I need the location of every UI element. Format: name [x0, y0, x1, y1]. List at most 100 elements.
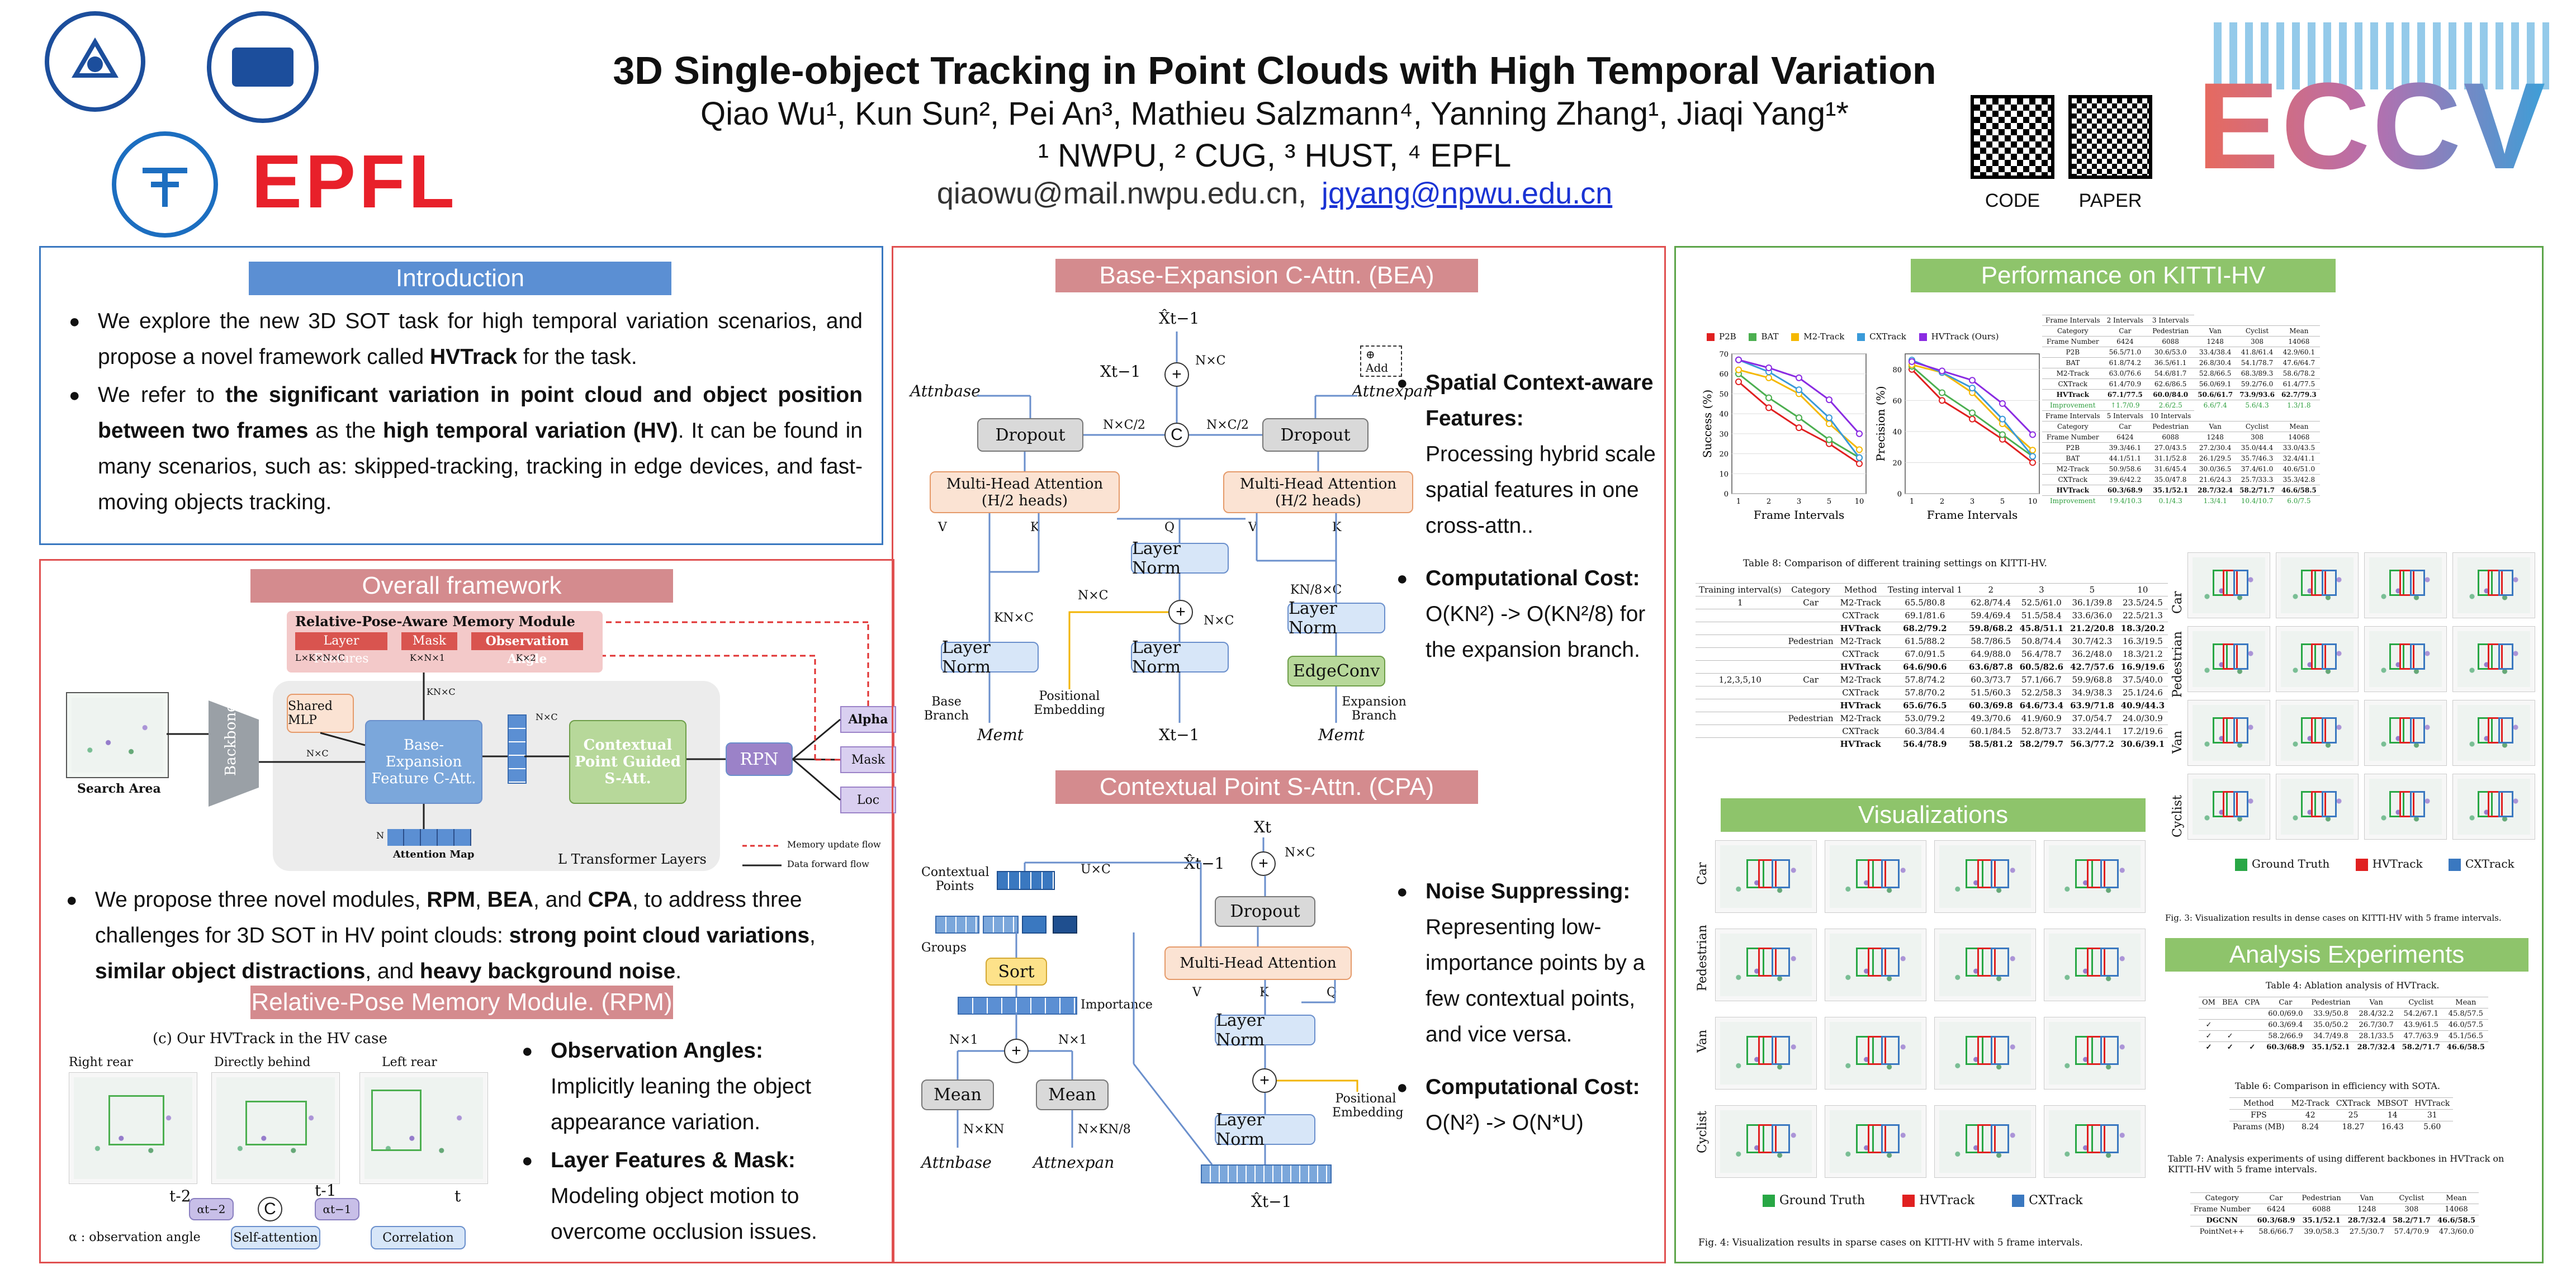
qr-paper-label: PAPER	[2078, 190, 2142, 211]
bea-pos-emb: Positional Embedding	[1034, 689, 1105, 717]
table-cell: 51.5/60.3	[1966, 686, 2016, 699]
table-cell: 1248	[2194, 432, 2237, 443]
table-cell: 63.0/76.6	[2103, 368, 2147, 379]
table-cell: 42.7/57.6	[2067, 660, 2118, 674]
table-cell: 308	[2236, 432, 2278, 443]
bounding-box	[1977, 1124, 1996, 1153]
table-cell: HVTrack	[2042, 485, 2104, 496]
bea-mha-left: Multi-Head Attention (H/2 heads)	[930, 471, 1120, 513]
attention-map	[387, 829, 471, 846]
bea-q: Q	[1164, 520, 1175, 534]
table7-caption: Table 7: Analysis experiments of using d…	[2168, 1153, 2504, 1175]
visualization-thumbnail	[2276, 774, 2359, 840]
performance-title: Performance on KITTI-HV	[1911, 259, 2336, 292]
backbone-block	[209, 700, 259, 807]
table-cell: 3 Intervals	[2147, 315, 2195, 326]
table-cell: 14068	[2277, 432, 2320, 443]
table-cell: 45.8/57.5	[2443, 1008, 2488, 1020]
table-cell: ✓	[2199, 1019, 2219, 1031]
table-cell: 64.6/90.6	[1884, 660, 1966, 674]
bounding-box	[1855, 1124, 1874, 1153]
x-tick-label: 1	[1910, 498, 1914, 506]
qr-code-code[interactable]	[1971, 95, 2054, 179]
table-cell: ↑1.7/0.9	[2103, 400, 2147, 411]
table-cell: 14068	[2277, 336, 2320, 347]
table-cell: CPA	[2241, 997, 2264, 1008]
bounding-box	[1991, 947, 2009, 977]
dense-row-van: Van	[2171, 730, 2185, 754]
table-cell	[1784, 724, 1837, 738]
bounding-box	[1965, 947, 1984, 977]
bounding-box	[1868, 1035, 1887, 1065]
bounding-box	[2478, 790, 2493, 817]
table-cell: Van	[2194, 421, 2237, 432]
cpa-diagram: Xt + N×C X̂t−1 U×C Dropout Multi-Head At…	[910, 818, 1403, 1259]
table-cell: 60.3/68.9	[2253, 1215, 2299, 1227]
bounding-box	[2075, 1124, 2094, 1153]
analysis-title: Analysis Experiments	[2165, 938, 2528, 972]
table-cell: PointNet++	[2190, 1226, 2254, 1237]
bounding-box	[2410, 569, 2426, 596]
data-point	[2029, 453, 2036, 460]
visualization-thumbnail	[2044, 840, 2146, 913]
bounding-box	[2389, 569, 2405, 596]
fig4-caption: Fig. 4: Visualization results in sparse …	[1698, 1237, 2083, 1248]
table6-caption: Table 6: Comparison in efficiency with S…	[2235, 1081, 2440, 1091]
table-cell: M2-Track	[1836, 673, 1884, 686]
table-cell	[1784, 622, 1837, 635]
table-cell: 42.9/60.1	[2277, 347, 2320, 358]
table-cell: 8.24	[2288, 1121, 2333, 1133]
cpa-dropout: Dropout	[1215, 896, 1315, 927]
cpa-nxkn: N×KN	[963, 1123, 1005, 1137]
dense-row-ped: Pedestrian	[2171, 631, 2185, 698]
x-tick-label: 5	[1827, 498, 1831, 506]
table-cell: 27.0/43.5	[2147, 442, 2195, 453]
bounding-box	[1758, 947, 1777, 977]
visualization-thumbnail	[2187, 700, 2270, 766]
qr-code-paper[interactable]	[2068, 95, 2152, 179]
x-tick-label: 3	[1797, 498, 1801, 506]
table-cell: 1.3/1.8	[2277, 400, 2320, 411]
table-cell: CXTrack	[2042, 474, 2104, 485]
table-cell: Mean	[2433, 1192, 2479, 1204]
table-cell: 25.1/24.6	[2117, 686, 2168, 699]
table-cell: ↑9.4/10.3	[2103, 495, 2147, 506]
bounding-box	[1977, 859, 1996, 888]
bounding-box	[2075, 947, 2094, 977]
table-cell: 34.7/49.8	[2308, 1030, 2354, 1042]
cpa-box: Contextual Point Guided S-Att.	[569, 720, 686, 804]
contextual-points-label: Contextual Points	[921, 865, 989, 893]
bounding-box	[2233, 790, 2249, 817]
intro-bullet-2: We refer to the significant variation in…	[69, 377, 863, 520]
bounding-box	[2322, 790, 2337, 817]
cpa-xhat-bottom: X̂t−1	[1251, 1192, 1292, 1211]
table-cell: 27.2/30.4	[2194, 442, 2237, 453]
left-rear-label: Left rear	[382, 1055, 437, 1069]
table-cell: OM	[2199, 997, 2219, 1008]
dense-legend: Ground Truth HVTrack CXTrack	[2235, 857, 2515, 871]
bounding-box	[2488, 643, 2503, 670]
table-cell: 61.4/70.9	[2103, 378, 2147, 390]
visualization-thumbnail	[2364, 700, 2447, 766]
table-cell: 62.6/86.5	[2147, 378, 2195, 390]
modules-panel: Base-Expansion C-Attn. (BEA) X̂t−1 + N×C…	[892, 246, 1666, 1263]
table-cell	[1696, 699, 1785, 712]
bounding-box	[2478, 569, 2493, 596]
table-cell: HVTrack	[1836, 699, 1884, 712]
table-cell: Cyclist	[2236, 421, 2278, 432]
bounding-box	[1758, 859, 1777, 888]
cpa-mha: Multi-Head Attention	[1164, 946, 1352, 980]
table-cell: Car	[2263, 997, 2308, 1008]
data-point	[1856, 430, 1863, 437]
rpm-figure: (c) Our HVTrack in the HV case Right rea…	[69, 1030, 516, 1254]
table-cell: Training interval(s)	[1696, 583, 1785, 596]
visualization-thumbnail	[1934, 840, 2036, 913]
intro-panel: Introduction We explore the new 3D SOT t…	[39, 246, 883, 545]
email-link[interactable]: jqyang@npwu.edu.cn	[1322, 177, 1613, 210]
table-cell: 57.1/66.7	[2016, 673, 2067, 686]
table-cell: 1248	[2344, 1204, 2389, 1215]
cpa-n1-left: N×1	[949, 1033, 978, 1047]
